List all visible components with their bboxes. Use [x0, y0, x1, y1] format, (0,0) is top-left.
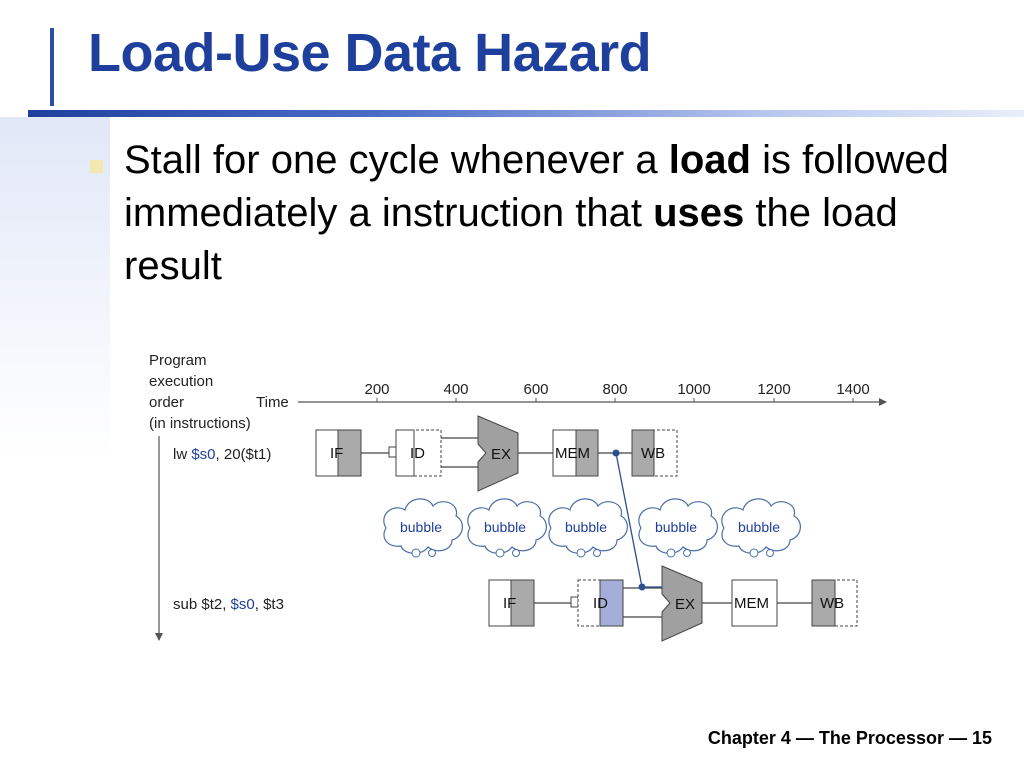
bubble-1-label: bubble — [400, 519, 442, 535]
instruction-sub-reg: $s0 — [231, 596, 255, 613]
pipeline-row-lw: IF ID EX MEM WB — [315, 415, 678, 492]
instruction-lw-op: lw — [173, 446, 191, 463]
bubble-3-label: bubble — [565, 519, 607, 535]
time-tick-600: 600 — [523, 381, 548, 398]
pipeline-row-sub: IF ID EX MEM WB — [488, 565, 858, 642]
order-label-line-1: Program — [149, 352, 207, 369]
order-label-line-3: order — [149, 394, 184, 411]
stage-mem: MEM — [731, 579, 778, 627]
forward-target-dot — [638, 583, 646, 591]
forwarding-path — [612, 449, 662, 591]
stage-wb-label: WB — [820, 595, 844, 612]
bubble-4-label: bubble — [655, 519, 697, 535]
bullet-marker — [90, 160, 103, 173]
bubble-3: bubble — [548, 498, 628, 558]
stage-ex: EX — [661, 565, 703, 642]
instruction-lw-rest: , 20($t1) — [216, 446, 272, 463]
stage-wb-label: WB — [641, 445, 665, 462]
slide-footer: Chapter 4 — The Processor — 15 — [707, 728, 992, 748]
stage-ex-label: EX — [491, 446, 511, 463]
bubble-5: bubble — [721, 498, 801, 558]
order-label-line-2: execution — [149, 373, 213, 390]
bullet-text: Stall for one cycle whenever a load is f… — [124, 134, 954, 293]
stage-wb: WB — [631, 429, 678, 477]
bubble-row: bubble bubble bubble bubble bubble — [383, 498, 801, 558]
time-tick-1000: 1000 — [677, 381, 710, 398]
time-tick-1400: 1400 — [836, 381, 869, 398]
bullet-bold-load: load — [668, 138, 751, 182]
slide-title: Load-Use Data Hazard — [88, 23, 652, 83]
time-tick-400: 400 — [443, 381, 468, 398]
bubble-5-label: bubble — [738, 519, 780, 535]
stage-id-label: ID — [410, 445, 425, 462]
instruction-lw: lw $s0, 20($t1) — [173, 446, 271, 463]
bubble-2: bubble — [467, 498, 547, 558]
time-axis-label: Time — [256, 394, 289, 411]
bullet-text-part-3: the load result — [124, 191, 898, 288]
bullet-bold-uses: uses — [653, 191, 745, 235]
time-tick-800: 800 — [602, 381, 627, 398]
stage-if: IF — [315, 429, 362, 477]
side-gradient — [0, 117, 110, 457]
stage-id-label: ID — [593, 595, 608, 612]
bubble-4: bubble — [638, 498, 718, 558]
stage-id: ID — [577, 579, 624, 627]
stage-if-label: IF — [503, 595, 516, 612]
title-accent-bar — [50, 28, 54, 106]
stage-wb: WB — [811, 579, 858, 627]
bullet-text-part-2: is followed immediately a instruction th… — [124, 138, 949, 235]
title-underline-bar — [28, 110, 1024, 117]
stage-if: IF — [488, 579, 535, 627]
time-tick-200: 200 — [364, 381, 389, 398]
time-ticks — [376, 398, 854, 402]
instruction-lw-reg: $s0 — [191, 446, 215, 463]
stage-mem: MEM — [552, 429, 599, 477]
bubble-1: bubble — [383, 498, 463, 558]
stage-ex: EX — [477, 415, 519, 492]
instruction-sub-op: sub $t2, — [173, 596, 231, 613]
forward-source-dot — [612, 449, 620, 457]
stage-mem-label: MEM — [734, 595, 769, 612]
order-label-line-4: (in instructions) — [149, 415, 251, 432]
stage-mem-label: MEM — [555, 445, 590, 462]
time-tick-1200: 1200 — [757, 381, 790, 398]
instruction-sub: sub $t2, $s0, $t3 — [173, 596, 284, 613]
bullet-text-part-1: Stall for one cycle whenever a — [124, 138, 669, 182]
stage-id: ID — [395, 429, 442, 477]
instruction-sub-rest: , $t3 — [255, 596, 284, 613]
bubble-2-label: bubble — [484, 519, 526, 535]
stage-if-label: IF — [330, 445, 343, 462]
stage-ex-label: EX — [675, 596, 695, 613]
